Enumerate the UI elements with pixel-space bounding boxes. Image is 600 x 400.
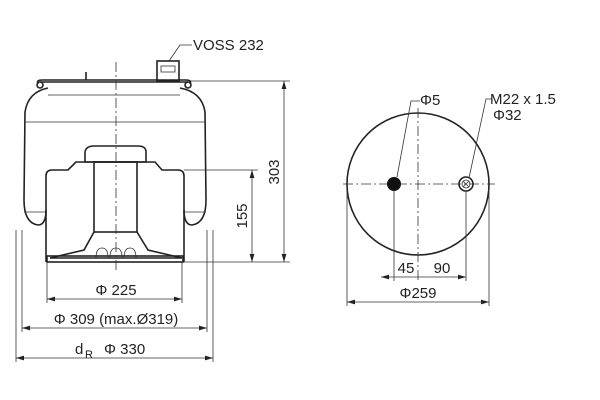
dia-bellows: Φ 309 (max.Ø319) [54,311,179,328]
side-view: VOSS 232 303 155 Φ 225 Φ 309 (max.Ø319) … [15,37,290,362]
voss-connector [156,60,180,82]
piston [45,161,185,262]
dia-piston: Φ 225 [95,282,136,299]
dia-rolling: Φ 330 [104,341,145,358]
offset-left: 45 [398,260,415,277]
dia-rolling-prefix: d [75,341,83,358]
bump-stop [84,145,147,163]
height-piston: 155 [234,203,251,228]
piston-base [49,231,183,259]
offset-right: 90 [434,260,451,277]
thread-label: M22 x 1.5 [490,91,556,108]
bellows [23,87,207,226]
dia-rolling-sub: R [85,349,93,361]
height-total: 303 [266,159,283,184]
plate-dia: Φ259 [400,285,437,302]
thread-dia: Φ32 [493,107,522,124]
top-view: Φ5 M22 x 1.5 Φ32 45 90 Φ259 [343,91,556,306]
top-plate [36,79,192,85]
connector-label: VOSS 232 [193,37,264,54]
pin-hole [387,177,401,191]
pin-dia: Φ5 [420,92,440,109]
